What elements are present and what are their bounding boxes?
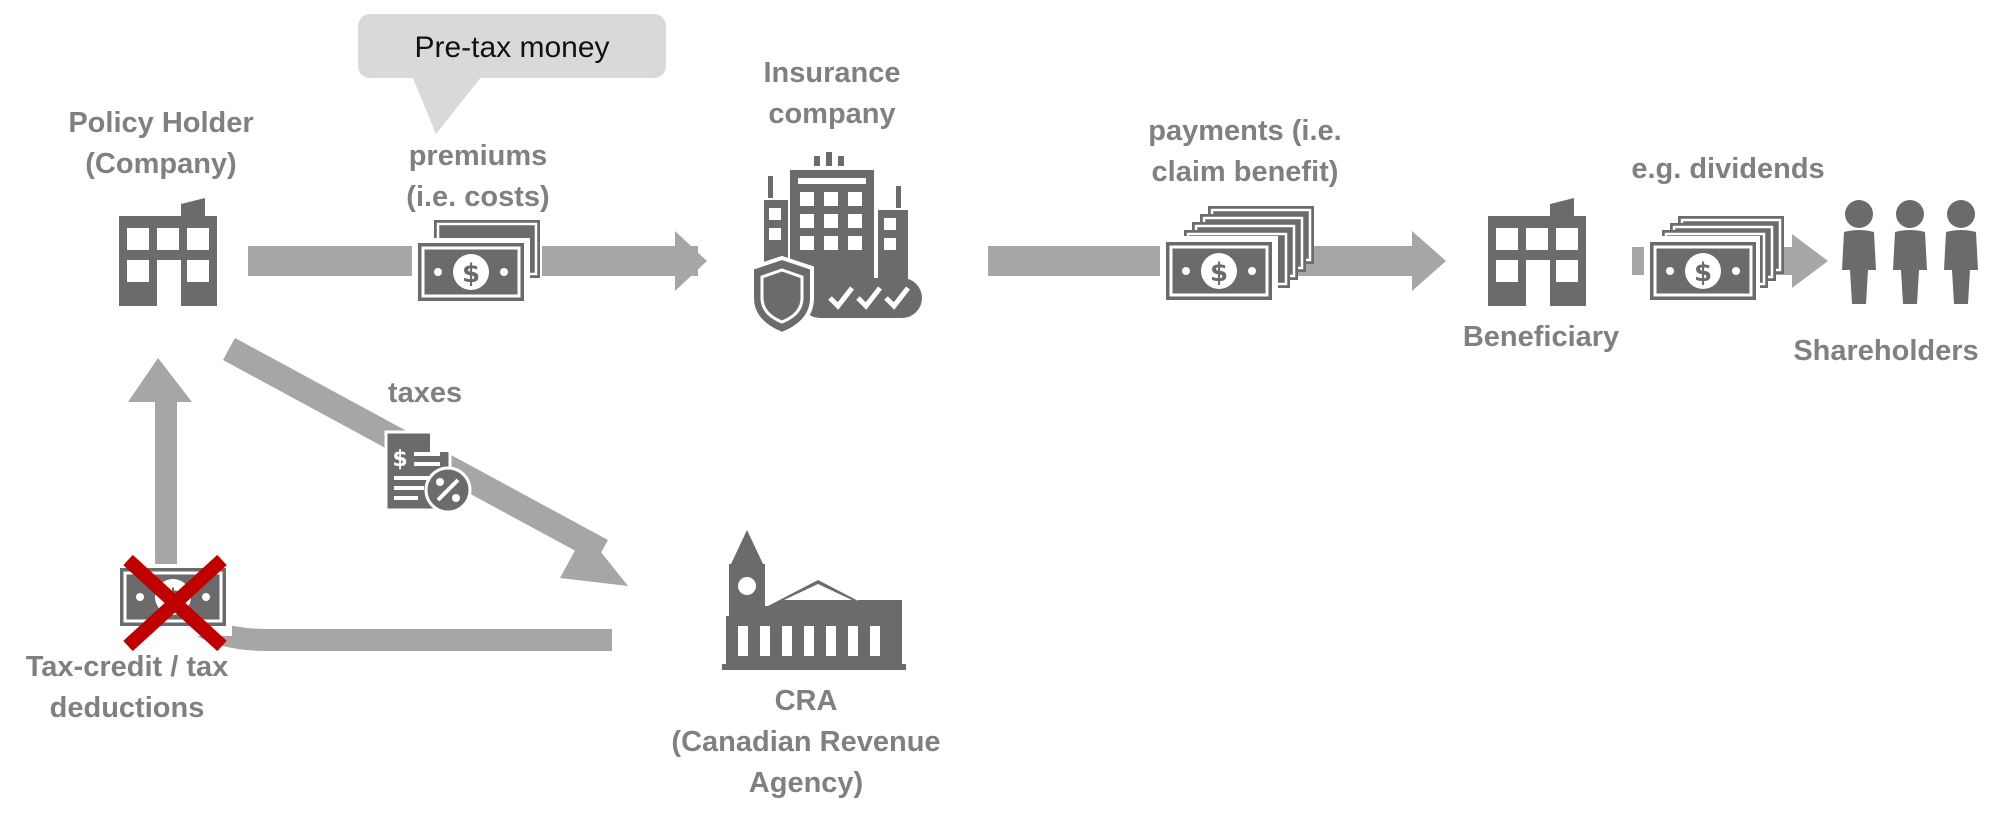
flow-payments: payments (i.e. claim benefit) — [1148, 115, 1342, 308]
cra-sublabel-2: Agency) — [749, 767, 863, 799]
dividends-label: e.g. dividends — [1631, 153, 1824, 185]
node-shareholders: Shareholders — [1793, 200, 1979, 367]
node-beneficiary: Beneficiary — [1463, 198, 1619, 353]
tax-document-icon: $ — [384, 430, 472, 514]
callout-text: Pre-tax money — [414, 31, 609, 64]
cash-stack-icon — [1160, 204, 1316, 308]
building-icon — [1488, 198, 1586, 306]
cash-stack-icon — [412, 218, 542, 306]
insurance-company-label: Insurance — [764, 57, 901, 89]
node-tax-credit: Tax-credit / tax deductions — [26, 554, 232, 724]
node-policy-holder: Policy Holder (Company) — [68, 107, 254, 306]
premiums-sublabel: (i.e. costs) — [406, 181, 549, 213]
insurance-building-shield-icon — [750, 152, 922, 337]
cra-label: CRA — [775, 685, 838, 717]
policy-holder-sublabel: (Company) — [85, 148, 236, 180]
cash-crossed-icon — [114, 554, 232, 652]
policy-holder-label: Policy Holder — [68, 107, 253, 139]
payments-sublabel: claim benefit) — [1152, 156, 1339, 188]
tax-credit-label: Tax-credit / tax — [26, 651, 229, 683]
insurance-company-sublabel: company — [768, 98, 895, 130]
flow-dividends: e.g. dividends — [1631, 153, 1825, 308]
building-icon — [119, 198, 217, 306]
beneficiary-label: Beneficiary — [1463, 321, 1619, 353]
taxes-label: taxes — [388, 377, 462, 409]
cash-stack-icon — [1644, 214, 1786, 308]
flow-taxes: taxes $ — [384, 377, 472, 514]
node-cra: CRA (Canadian Revenue Agency) — [671, 530, 941, 799]
government-building-icon — [722, 530, 906, 670]
svg-text:$: $ — [392, 447, 407, 472]
people-icon — [1842, 200, 1978, 304]
cra-sublabel: (Canadian Revenue — [671, 726, 940, 758]
tax-credit-sublabel: deductions — [50, 692, 205, 724]
premiums-label: premiums — [409, 140, 548, 172]
node-insurance-company: Insurance company — [750, 57, 922, 337]
pre-tax-money-callout: Pre-tax money — [358, 14, 666, 134]
payments-label: payments (i.e. — [1148, 115, 1341, 147]
flow-premiums: premiums (i.e. costs) — [406, 140, 550, 306]
shareholders-label: Shareholders — [1793, 335, 1978, 367]
